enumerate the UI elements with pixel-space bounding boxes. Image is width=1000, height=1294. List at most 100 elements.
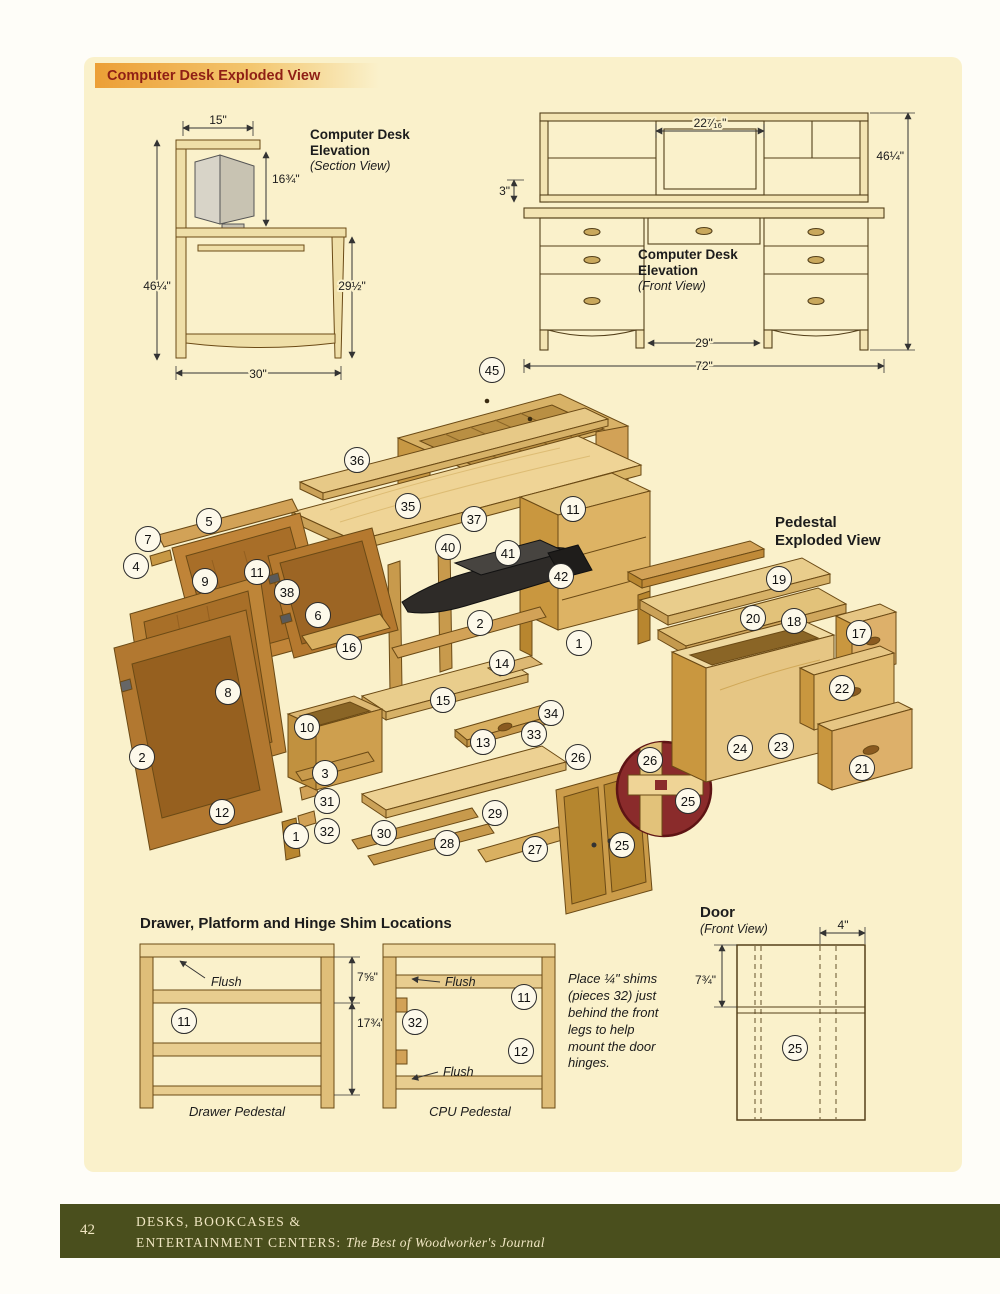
dim-46-1-4-front: 46¼" [876,149,904,163]
callout-28: 28 [434,830,460,856]
callout-13: 13 [470,729,496,755]
svg-text:Computer Desk: Computer Desk [638,247,738,262]
callout-5: 5 [196,508,222,534]
shelf-board-36 [298,407,610,501]
callout-3: 3 [312,760,338,786]
drawer-pedestal-caption: Drawer Pedestal [189,1104,286,1119]
callout-24: 24 [727,735,753,761]
callout-45: 45 [479,357,505,383]
callout-15: 15 [430,687,456,713]
callout-21: 21 [849,755,875,781]
callout-42: 42 [548,563,574,589]
callout-25: 25 [675,788,701,814]
dim-30: 30" [249,367,267,381]
keyboard-shelf-29 [360,745,568,819]
svg-text:(Front View): (Front View) [638,279,706,293]
callout-32: 32 [314,818,340,844]
footer-text: DESKS, BOOKCASES & ENTERTAINMENT CENTERS… [136,1212,545,1254]
callout-12: 12 [508,1038,534,1064]
section-view-title: Computer Desk Elevation (Section View) [310,127,410,173]
dim-16-3-4: 16¾" [272,172,300,186]
callout-2: 2 [467,610,493,636]
callout-11: 11 [171,1008,197,1034]
callout-35: 35 [395,493,421,519]
callout-30: 30 [371,820,397,846]
page-number: 42 [80,1222,95,1238]
callout-23: 23 [768,733,794,759]
footer-line1: DESKS, BOOKCASES & [136,1214,302,1229]
svg-text:(Section View): (Section View) [310,159,390,173]
callout-19: 19 [766,566,792,592]
door-dimensions: 4" 7¾" [693,916,866,1008]
callout-8: 8 [215,679,241,705]
callout-37: 37 [461,506,487,532]
callout-38: 38 [274,579,300,605]
callout-11: 11 [560,496,586,522]
callout-11: 11 [511,984,537,1010]
callout-34: 34 [538,700,564,726]
page-title: Computer Desk Exploded View [107,67,321,84]
callout-4: 4 [123,553,149,579]
dim-7-3-4: 7¾" [695,973,716,987]
dim-29: 29" [695,336,713,350]
callout-29: 29 [482,800,508,826]
pedestal-exploded-label: Pedestal Exploded View [775,514,881,549]
callout-11: 11 [244,559,270,585]
callout-10: 10 [294,714,320,740]
footer-book-title: The Best of Woodworker's Journal [345,1234,545,1250]
dim-3: 3" [499,184,510,198]
callout-36: 36 [344,447,370,473]
callout-6: 6 [305,602,331,628]
callout-25: 25 [609,832,635,858]
callout-32: 32 [402,1009,428,1035]
exploded-view-drawing [113,393,914,915]
section-view-drawing [175,139,347,359]
dim-46-1-4-section: 46¼" [143,279,171,293]
svg-text:Elevation: Elevation [310,143,370,158]
dim-7-5-8: 7⅝" [357,970,378,984]
callout-7: 7 [135,526,161,552]
dim-17-3-4: 17¾" [357,1016,385,1030]
callout-40: 40 [435,534,461,560]
svg-text:Exploded View: Exploded View [775,532,881,549]
left-top-rails [149,498,299,567]
callout-1: 1 [566,630,592,656]
svg-text:Elevation: Elevation [638,263,698,278]
bottom-section-title: Drawer, Platform and Hinge Shim Location… [140,915,452,932]
callout-2: 2 [129,744,155,770]
dim-15: 15" [209,113,227,127]
svg-text:Door: Door [700,904,735,921]
shelf-16 [301,613,391,651]
callout-27: 27 [522,836,548,862]
callout-31: 31 [314,788,340,814]
callout-22: 22 [829,675,855,701]
flush-label-cpu-top: Flush [445,975,476,989]
front-view-drawing [523,112,885,351]
callout-33: 33 [521,721,547,747]
callout-26: 26 [565,744,591,770]
footer-band: 42 DESKS, BOOKCASES & ENTERTAINMENT CENT… [60,1204,1000,1258]
callout-20: 20 [740,605,766,631]
dim-29-1-2: 29½" [338,279,366,293]
page-header: Computer Desk Exploded View [95,63,379,88]
svg-text:(Front View): (Front View) [700,922,768,936]
callout-16: 16 [336,634,362,660]
drawer-pedestal-drawing [139,943,335,1109]
desk-frame [387,472,652,693]
callout-9: 9 [192,568,218,594]
svg-text:Pedestal: Pedestal [775,514,837,531]
dim-22-7-16: 22⁷⁄₁₆" [694,116,727,130]
door-drawing [736,944,866,1121]
callout-12: 12 [209,799,235,825]
flush-label-drawer: Flush [211,975,242,989]
drawer-pedestal-dimensions: 7⅝" 17¾" [334,956,387,1096]
shim-note: Place ¼" shims (pieces 32) just behind t… [568,971,659,1071]
callout-26: 26 [637,747,663,773]
flush-label-cpu-bottom: Flush [443,1065,474,1079]
callout-25: 25 [782,1035,808,1061]
callout-17: 17 [846,620,872,646]
section-view-dimensions: 15" 16¾" 46¼" 29½" 30" [141,111,368,383]
callout-1: 1 [283,823,309,849]
svg-text:Computer Desk: Computer Desk [310,127,410,142]
